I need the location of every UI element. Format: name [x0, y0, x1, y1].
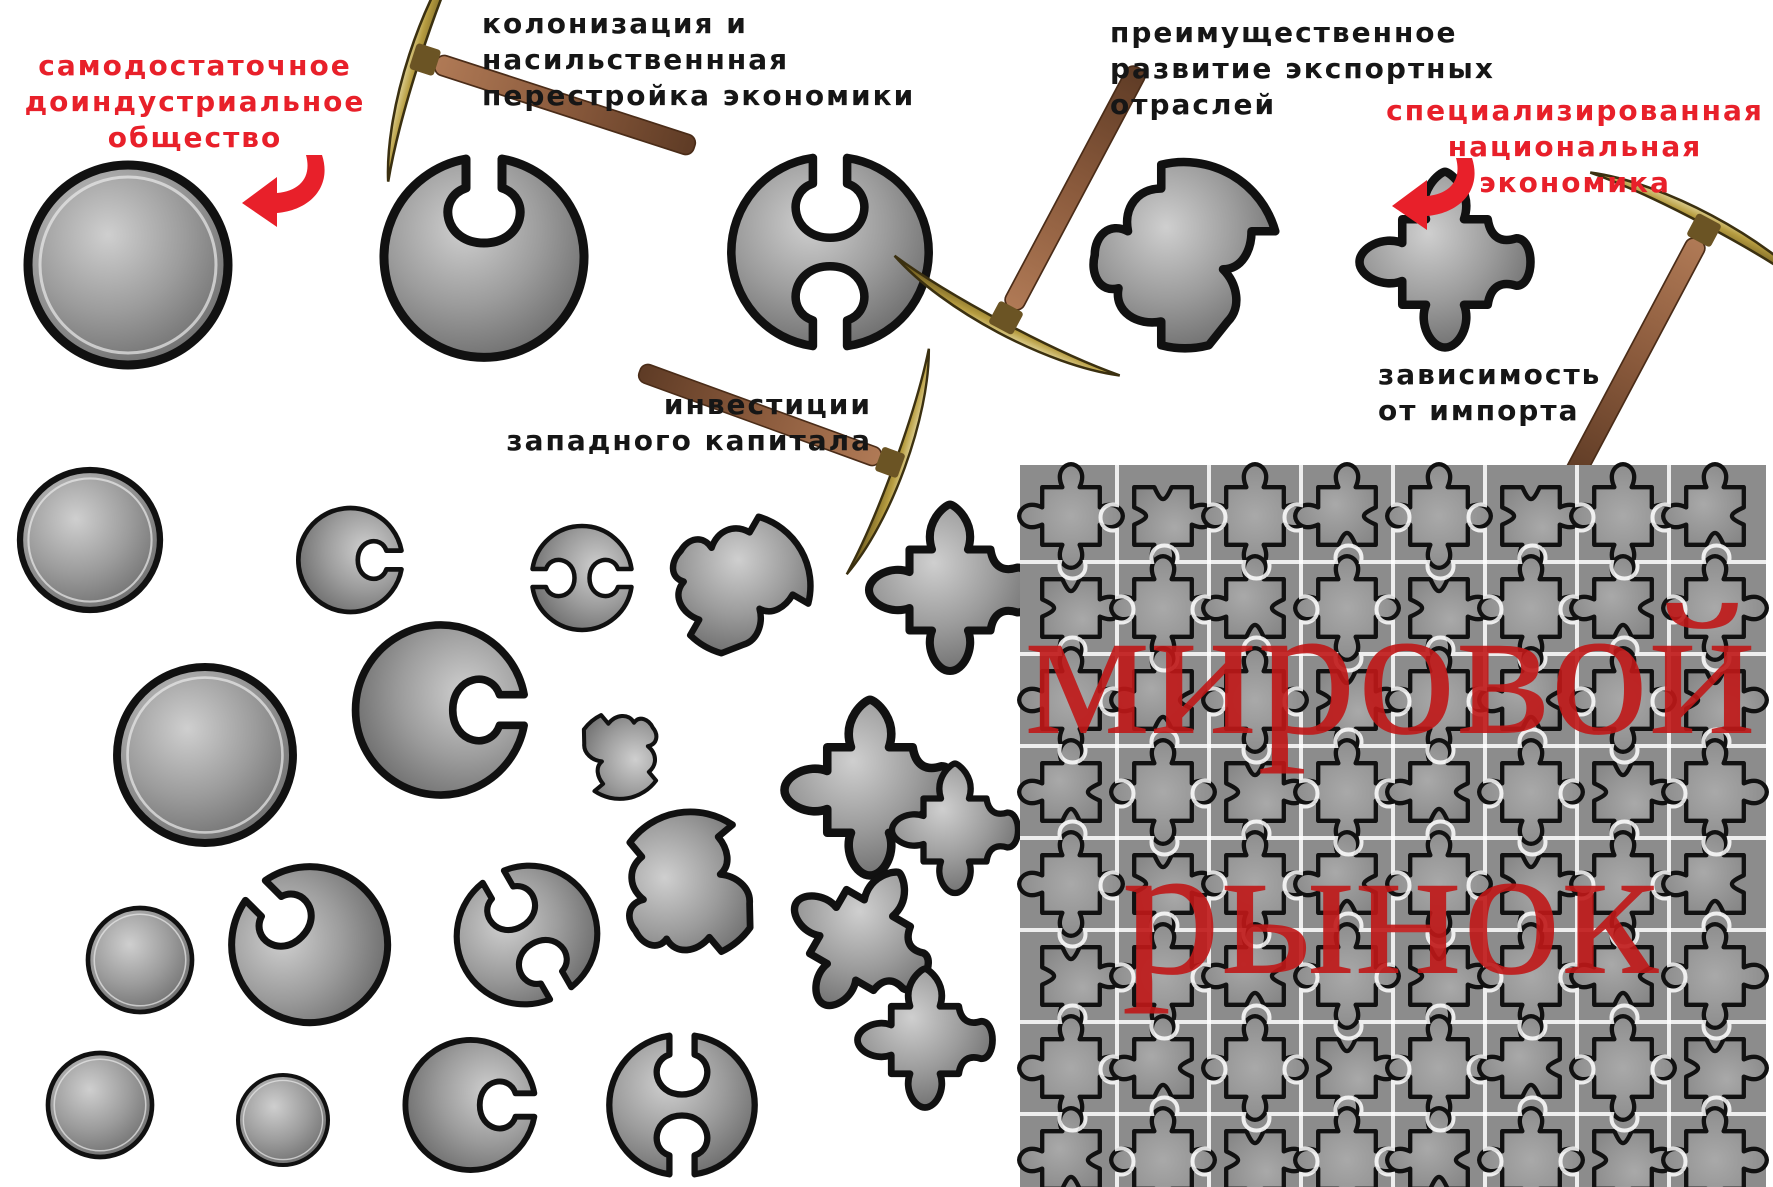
- market-word-line1: мировой: [1025, 575, 1755, 765]
- puzzle-piece-icon: [88, 908, 192, 1012]
- puzzle-piece-icon: [117, 667, 293, 843]
- label-specialized-economy: специализированная национальная экономик…: [1375, 93, 1773, 201]
- label-self-sufficient-society: самодостаточное доиндустриальное обществ…: [20, 48, 370, 156]
- curved-red-arrow-icon: [242, 155, 325, 227]
- puzzle-piece-icon: [533, 526, 632, 630]
- label-import-dependence: зависимость от импорта: [1378, 357, 1601, 429]
- puzzle-piece-icon: [405, 1040, 534, 1170]
- stage2-one-notch-piece: [384, 159, 584, 357]
- stage4-semi-cross-piece: [1094, 162, 1276, 348]
- scattered-pieces: [20, 470, 1031, 1174]
- world-market-text: мировой рынок: [1025, 470, 1755, 1180]
- puzzle-piece-icon: [298, 508, 401, 612]
- puzzle-piece-icon: [356, 625, 525, 795]
- puzzle-piece-icon: [200, 835, 420, 1055]
- market-word-line2: рынок: [1025, 815, 1755, 1005]
- puzzle-piece-icon: [609, 1036, 754, 1175]
- puzzle-piece-icon: [645, 489, 835, 680]
- puzzle-piece-icon: [48, 1053, 152, 1157]
- puzzle-piece-icon: [869, 505, 1031, 672]
- puzzle-piece-icon: [20, 470, 160, 610]
- label-western-investment: инвестиции западного капитала: [480, 387, 872, 459]
- puzzle-piece-icon: [238, 1075, 328, 1165]
- label-colonization: колонизация и насильственнная перестройк…: [482, 6, 915, 114]
- puzzle-piece-icon: [432, 841, 622, 1028]
- stage3-two-notch-piece: [731, 158, 928, 346]
- stage1-whole-circle-piece: [28, 165, 228, 365]
- puzzle-piece-icon: [559, 693, 682, 816]
- puzzle-piece-icon: [588, 783, 792, 988]
